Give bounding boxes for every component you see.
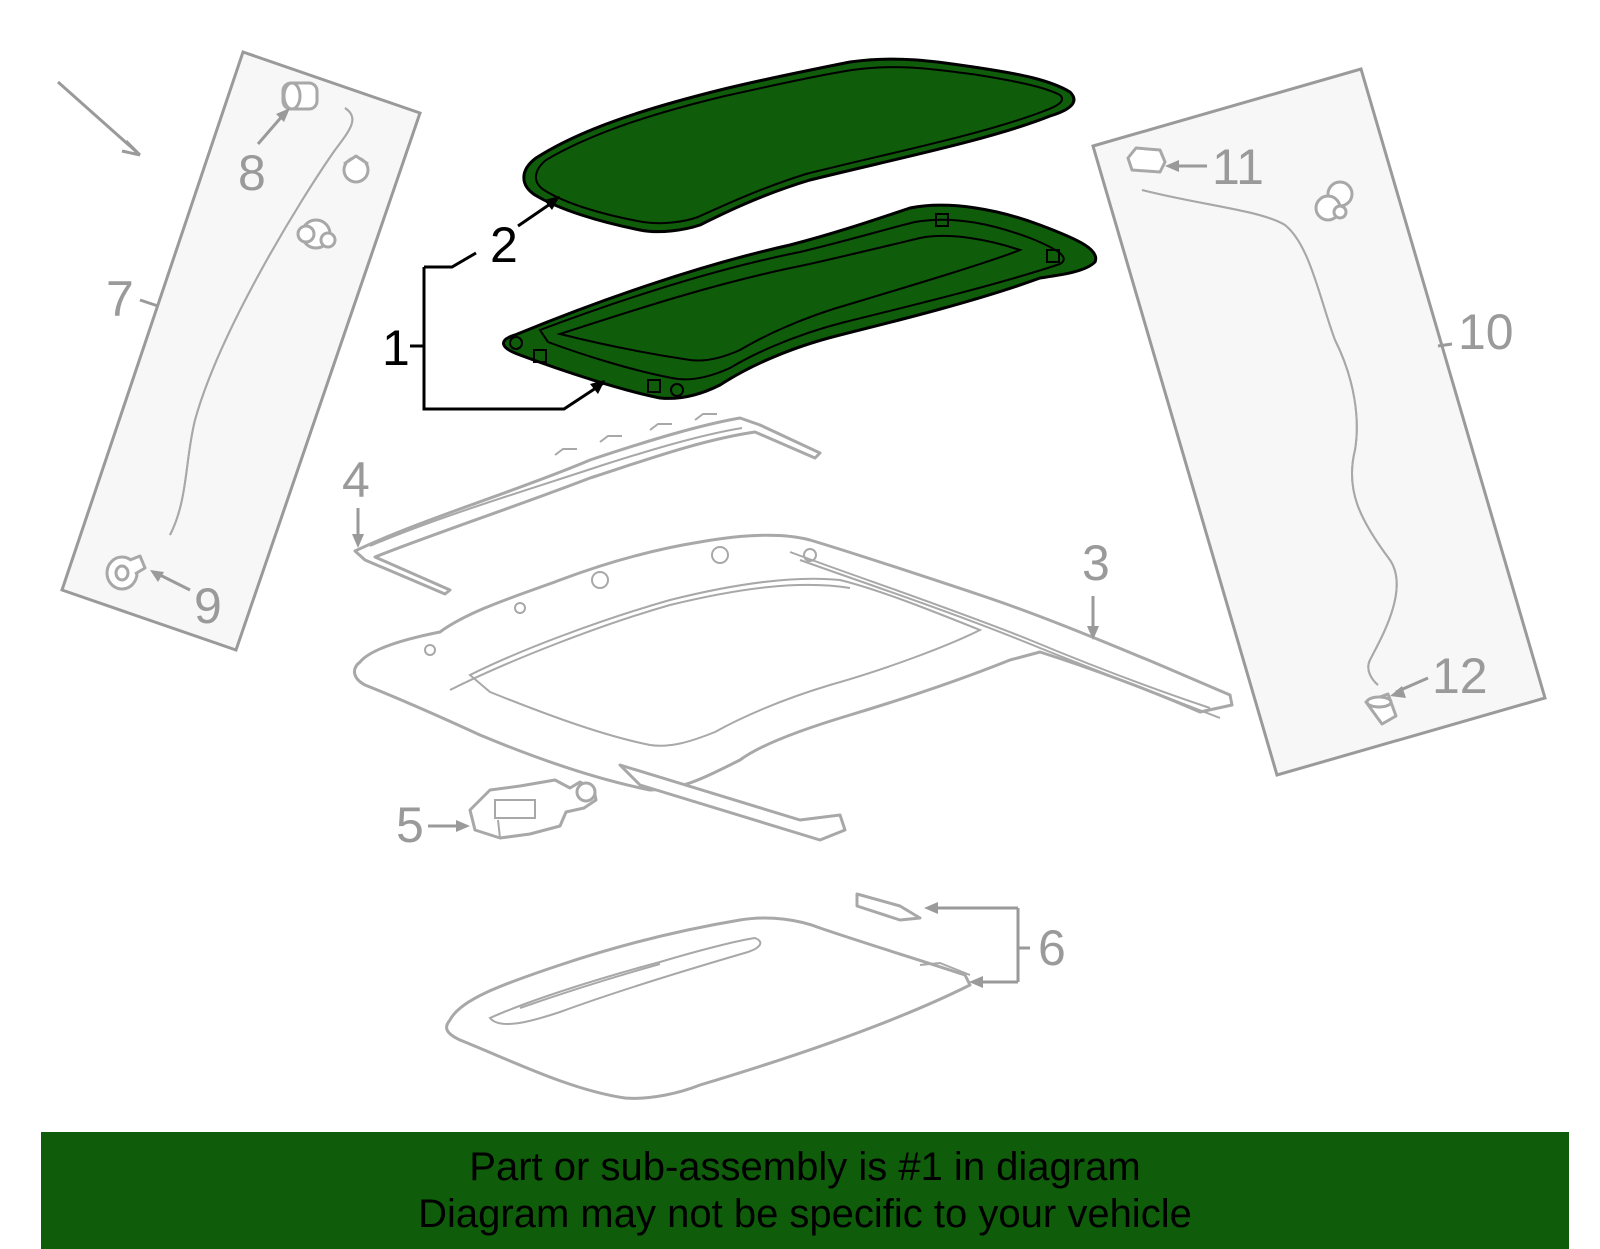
callout-7: 7: [106, 271, 134, 327]
sunshade-part-6: [445, 892, 972, 1100]
callout-11: 11: [1212, 139, 1264, 195]
clip-middle-icon: [296, 218, 337, 250]
drain-hose-panel-right: [1091, 67, 1547, 777]
callout-2: 2: [490, 217, 518, 273]
callout-9: 9: [194, 578, 222, 634]
clip-right-icon: [1314, 180, 1354, 222]
glass-panel-part-2: [522, 57, 1076, 234]
banner-line-1: Part or sub-assembly is #1 in diagram: [469, 1144, 1141, 1189]
sunroof-frame-part-1: [502, 203, 1098, 400]
deflector-part-4: [353, 413, 822, 596]
motor-part-5: [468, 778, 598, 840]
grommet-12-icon: [1364, 692, 1398, 726]
leader-lines: [139, 108, 1453, 988]
grommet-9-icon: [105, 554, 147, 591]
callout-4: 4: [342, 452, 370, 508]
callout-10: 10: [1458, 304, 1514, 360]
callout-6: 6: [1038, 920, 1066, 976]
fastener-11-icon: [1126, 146, 1167, 174]
callout-12: 12: [1432, 648, 1488, 704]
callout-8: 8: [238, 145, 266, 201]
info-banner: Part or sub-assembly is #1 in diagram Di…: [41, 1132, 1569, 1249]
roof-frame-part-3: [353, 533, 1234, 842]
clip-top-icon: [342, 154, 370, 184]
callout-3: 3: [1082, 535, 1110, 591]
callout-5: 5: [396, 797, 424, 853]
drain-hose-panel-left: [57, 50, 422, 652]
callout-1: 1: [382, 320, 410, 376]
banner-line-2: Diagram may not be specific to your vehi…: [418, 1191, 1192, 1236]
fastener-8-icon: [281, 81, 319, 111]
